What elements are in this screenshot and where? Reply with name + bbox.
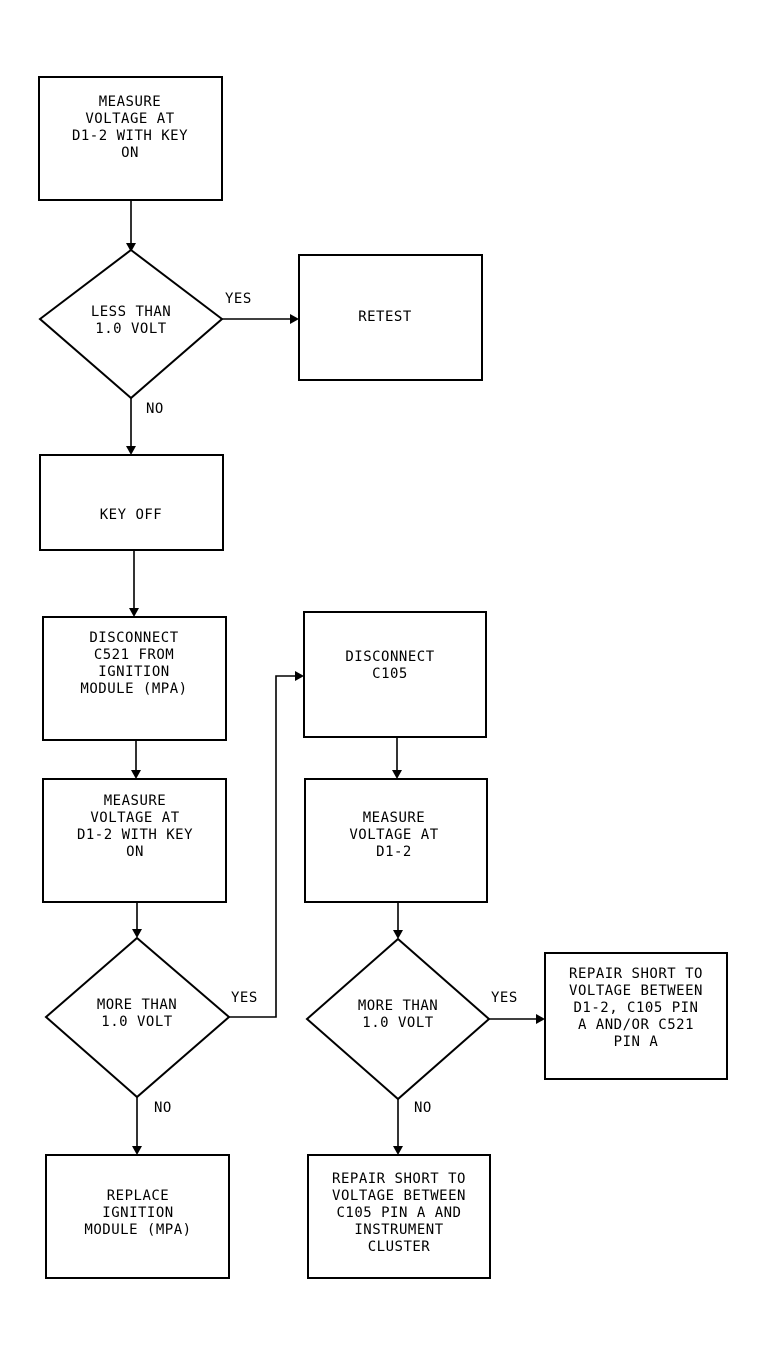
decision-text-line: 1.0 VOLT — [101, 1014, 173, 1030]
decision-text-line: 1.0 VOLT — [95, 321, 167, 337]
decision2-yes-label: YES — [231, 990, 258, 1006]
node-text-line: CLUSTER — [368, 1239, 431, 1255]
node-text-line: MEASURE — [363, 810, 426, 826]
node-replace-ignition-module: REPLACE IGNITION MODULE (MPA) — [45, 1154, 230, 1279]
node-text-line: VOLTAGE AT — [90, 810, 179, 826]
node-measure-voltage-key-on: MEASURE VOLTAGE AT D1-2 WITH KEY ON — [38, 76, 223, 201]
decision-more-than-1-volt: MORE THAN 1.0 VOLT — [44, 936, 231, 1099]
node-text-line: KEY OFF — [100, 507, 163, 523]
decision-text-line: MORE THAN — [358, 998, 438, 1014]
node-text-line: VOLTAGE BETWEEN — [569, 983, 703, 999]
decision3-yes-label: YES — [491, 990, 518, 1006]
decision-less-than-1-volt: LESS THAN 1.0 VOLT — [38, 248, 224, 400]
node-text-line: PIN A — [614, 1034, 659, 1050]
node-text-line: A AND/OR C521 — [578, 1017, 694, 1033]
node-measure-voltage-key-on-2: MEASURE VOLTAGE AT D1-2 WITH KEY ON — [42, 778, 227, 903]
node-text-line: MODULE (MPA) — [84, 1222, 191, 1238]
node-text-line: C105 PIN A AND — [336, 1205, 461, 1221]
node-text-line: MEASURE — [104, 793, 167, 809]
decision3-no-label: NO — [414, 1100, 432, 1116]
node-measure-voltage-d1-2: MEASURE VOLTAGE AT D1-2 — [304, 778, 488, 903]
node-text-line: MODULE (MPA) — [80, 681, 187, 697]
node-text-line: INSTRUMENT — [354, 1222, 443, 1238]
edge-labels: YES NO YES NO YES NO — [146, 291, 518, 1116]
decision-text-line: LESS THAN — [91, 304, 171, 320]
decision2-no-label: NO — [154, 1100, 172, 1116]
connectors — [126, 200, 545, 1155]
node-text-line: IGNITION — [102, 1205, 173, 1221]
node-disconnect-c521: DISCONNECT C521 FROM IGNITION MODULE (MP… — [42, 616, 227, 741]
node-retest: RETEST — [298, 254, 483, 381]
node-key-off: KEY OFF — [39, 454, 224, 551]
decision-text-line: MORE THAN — [97, 997, 177, 1013]
node-text-line: C105 — [372, 666, 408, 682]
node-text-line: REPLACE — [107, 1188, 170, 1204]
node-text-line: MEASURE — [99, 94, 162, 110]
node-text-line: VOLTAGE BETWEEN — [332, 1188, 466, 1204]
node-text-line: C521 FROM — [94, 647, 174, 663]
node-repair-short-c105-c521: REPAIR SHORT TO VOLTAGE BETWEEN D1-2, C1… — [544, 952, 728, 1080]
node-repair-short-instrument-cluster: REPAIR SHORT TO VOLTAGE BETWEEN C105 PIN… — [307, 1154, 491, 1279]
node-text-line: DISCONNECT — [89, 630, 178, 646]
node-text-line: VOLTAGE AT — [85, 111, 174, 127]
node-text-line: IGNITION — [98, 664, 169, 680]
decision-more-than-1-volt-2: MORE THAN 1.0 VOLT — [305, 937, 491, 1101]
node-text-line: DISCONNECT — [345, 649, 434, 665]
node-text-line: REPAIR SHORT TO — [569, 966, 703, 982]
node-text-line: D1-2 — [376, 844, 412, 860]
decision1-no-label: NO — [146, 401, 164, 417]
node-text-line: ON — [126, 844, 144, 860]
node-text-line: REPAIR SHORT TO — [332, 1171, 466, 1187]
node-text-line: D1-2, C105 PIN — [573, 1000, 698, 1016]
node-text-line: D1-2 WITH KEY — [72, 128, 188, 144]
node-text-line: RETEST — [358, 309, 412, 325]
decision-text-line: 1.0 VOLT — [362, 1015, 434, 1031]
node-text-line: VOLTAGE AT — [349, 827, 438, 843]
node-disconnect-c105: DISCONNECT C105 — [303, 611, 487, 738]
decision1-yes-label: YES — [225, 291, 252, 307]
node-text-line: ON — [121, 145, 139, 161]
node-text-line: D1-2 WITH KEY — [77, 827, 193, 843]
